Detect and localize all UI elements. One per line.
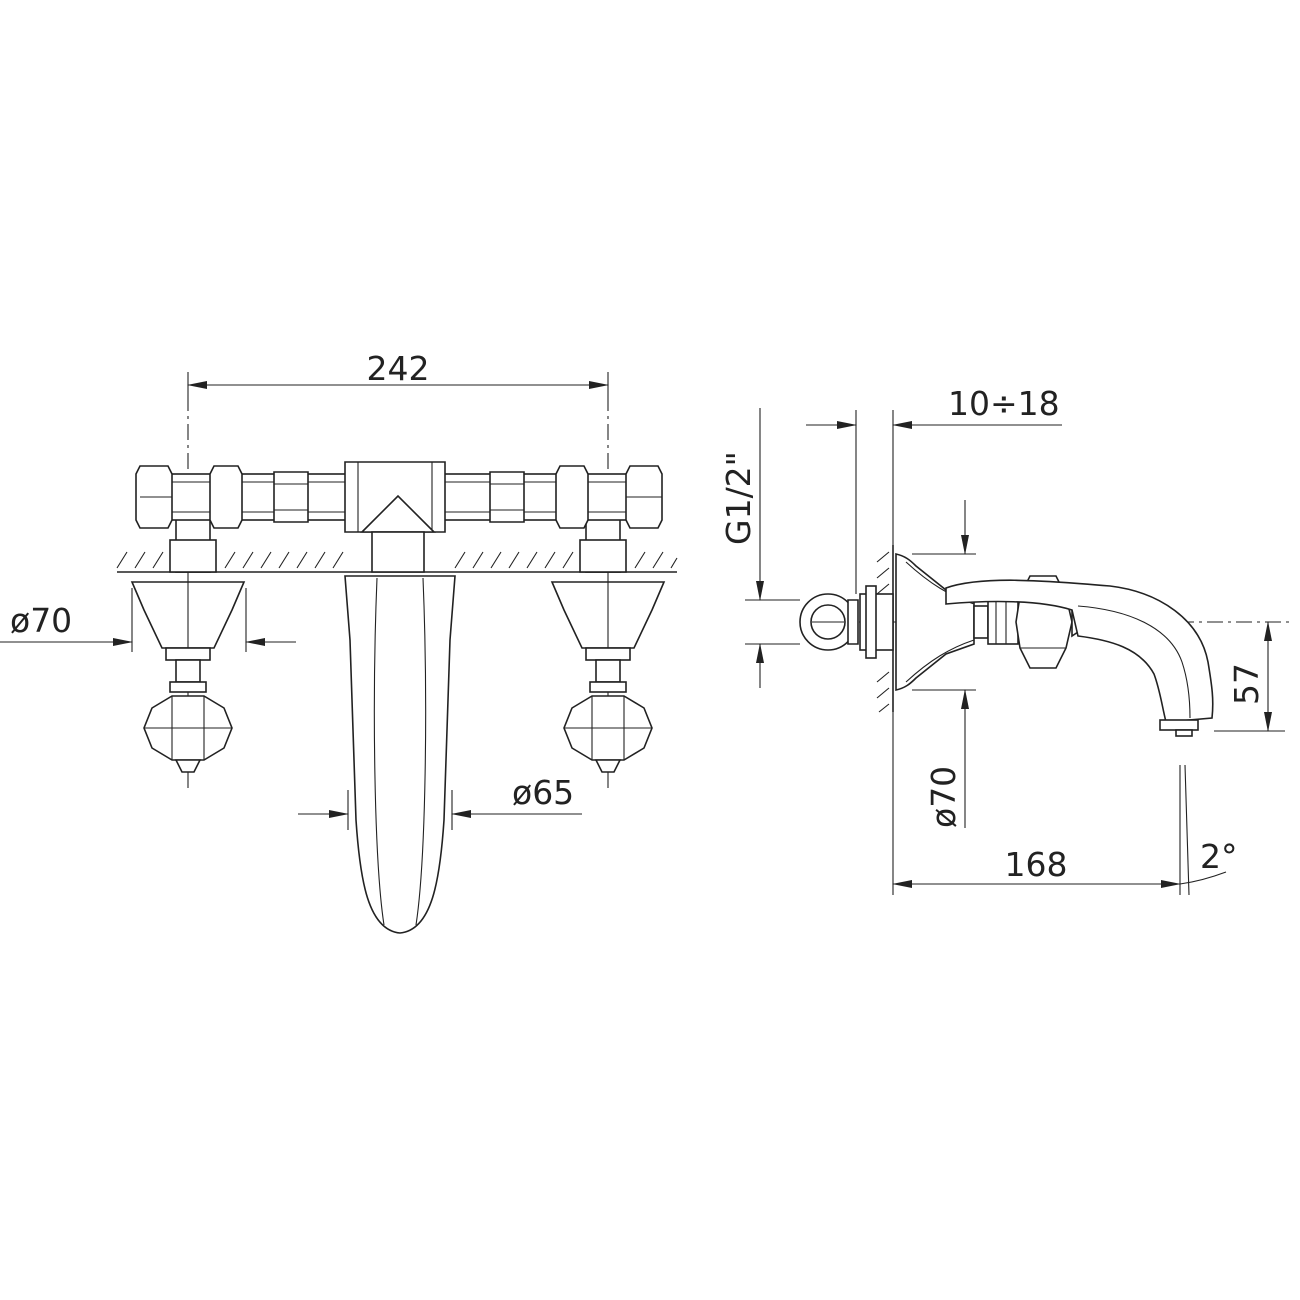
dim-spout-projection: 168 [892, 712, 1181, 895]
dim-spout-diameter-label: ø65 [512, 773, 574, 812]
left-handle [130, 581, 246, 773]
dim-spout-angle-label: 2° [1200, 837, 1238, 876]
dim-connection-thread-label: G1/2" [719, 451, 758, 545]
dim-spout-height-label: 57 [1227, 663, 1266, 705]
side-view: G1/2" 10÷18 ø70 57 [719, 384, 1290, 896]
dim-spread: 242 [187, 349, 609, 395]
dim-spout-angle: 2° [1179, 764, 1238, 896]
front-view: 242 ø70 ø65 [0, 349, 678, 934]
concealed-pipe-assembly [135, 461, 663, 573]
dim-rosette-front-label: ø70 [10, 601, 72, 640]
dim-spout-height: 57 [1214, 621, 1285, 732]
dim-rosette-front: ø70 [0, 588, 296, 652]
dim-wall-thickness-label: 10÷18 [948, 384, 1060, 423]
dim-spout-projection-label: 168 [1005, 845, 1068, 884]
right-handle [550, 581, 666, 773]
dim-spout-diameter: ø65 [298, 773, 582, 830]
front-spout [344, 575, 456, 934]
dim-rosette-side-label: ø70 [924, 766, 963, 828]
side-spout [895, 553, 1214, 737]
dim-connection-thread: G1/2" [719, 408, 800, 688]
dim-wall-thickness: 10÷18 [806, 384, 1062, 594]
dim-rosette-side: ø70 [912, 500, 976, 828]
side-connection [799, 585, 894, 659]
dim-spread-label: 242 [367, 349, 430, 388]
